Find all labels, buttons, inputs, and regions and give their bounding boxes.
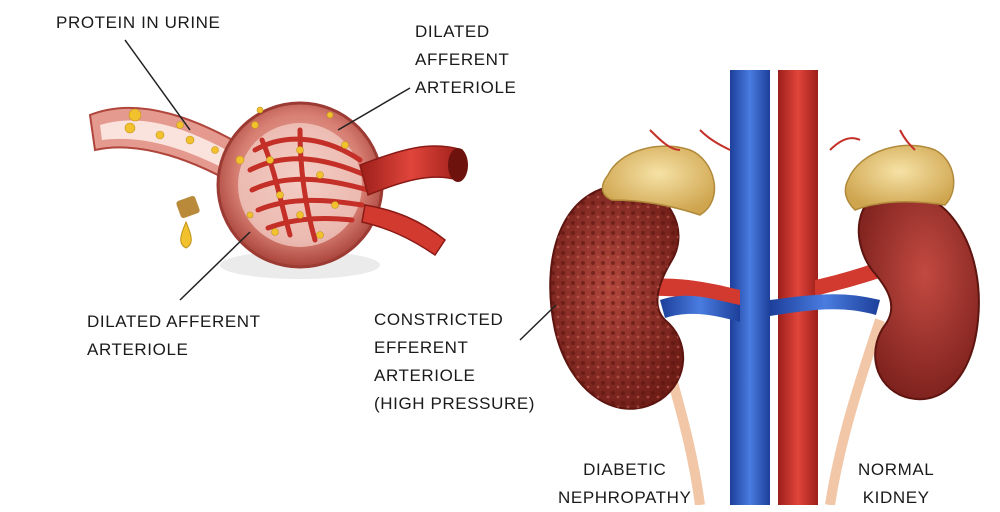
- leader-lines: [124, 39, 557, 341]
- label-protein-in-urine: PROTEIN IN URINE: [56, 13, 221, 32]
- label-constricted-efferent-arteriole: CONSTRICTED EFFERENT ARTERIOLE (HIGH PRE…: [374, 310, 536, 413]
- label-dilated-afferent-arteriole-top: DILATED AFFERENT ARTERIOLE: [415, 22, 517, 97]
- label-diabetic-nephropathy: DIABETIC NEPHROPATHY: [558, 460, 692, 507]
- glomerulus-illustration: [88, 101, 468, 279]
- kidneys-illustration: [549, 70, 980, 505]
- label-normal-kidney: NORMAL KIDNEY: [858, 460, 935, 507]
- label-dilated-afferent-arteriole-bottom: DILATED AFFERENT ARTERIOLE: [87, 312, 261, 359]
